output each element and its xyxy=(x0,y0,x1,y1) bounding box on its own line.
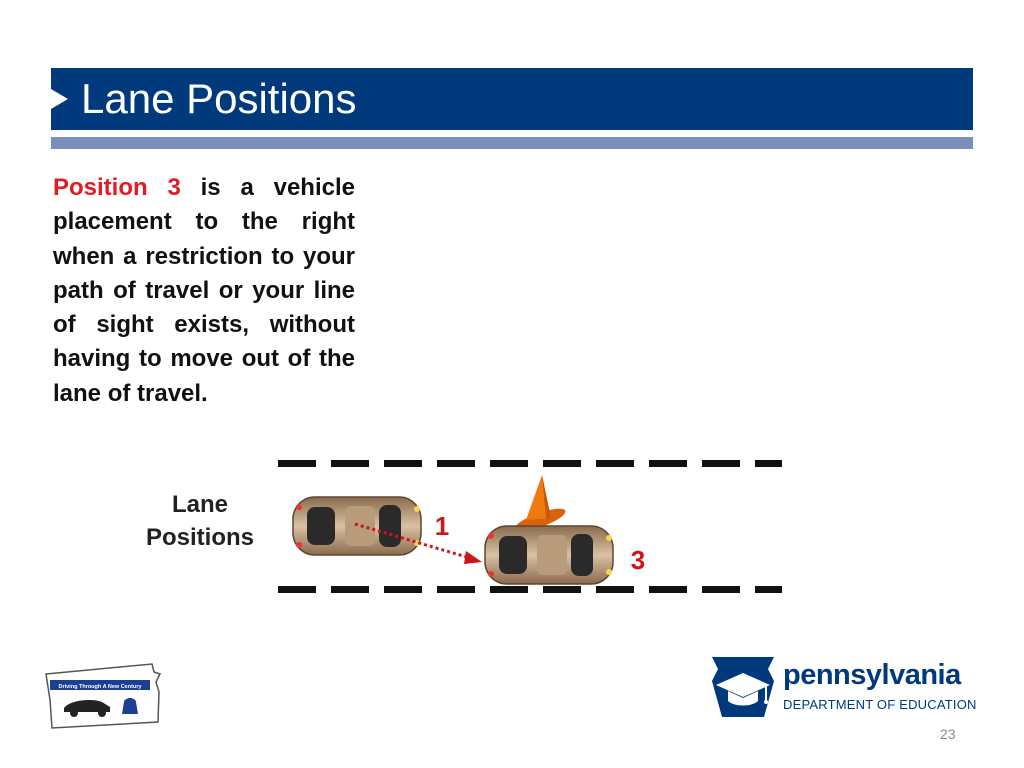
car-position-3-icon xyxy=(484,525,614,585)
slide-number: 23 xyxy=(940,726,956,742)
path-arrow xyxy=(354,522,471,560)
diagram-label-line1: Lane xyxy=(172,491,228,518)
liberty-bell-icon xyxy=(122,698,138,714)
lane-line-top xyxy=(278,460,782,467)
slide-title: Lane Positions xyxy=(81,75,357,122)
position-highlight: Position 3 xyxy=(53,174,181,201)
title-bar: Lane Positions xyxy=(51,68,973,130)
body-text-rest: is a vehicle placement to the right when… xyxy=(53,174,355,407)
accent-bar xyxy=(51,137,973,149)
diagram-label-line2: Positions xyxy=(146,524,254,551)
pde-dept: DEPARTMENT OF EDUCATION xyxy=(783,697,977,712)
keystone-graduation-cap-icon xyxy=(712,657,774,717)
title-arrow-icon xyxy=(51,89,68,109)
lane-positions-diagram: Lane Positions 1 3 xyxy=(146,460,782,593)
left-badge-text: Driving Through A New Century xyxy=(58,684,142,690)
pde-name: pennsylvania xyxy=(783,659,961,691)
lane-line-bottom xyxy=(278,586,782,593)
path-arrow-head-icon xyxy=(464,551,482,564)
position-3-label: 3 xyxy=(631,545,645,575)
driving-century-logo: Driving Through A New Century xyxy=(45,663,162,729)
pde-logo: pennsylvania DEPARTMENT OF EDUCATION xyxy=(710,655,980,725)
car-silhouette-icon xyxy=(64,700,110,717)
body-paragraph: Position 3 is a vehicle placement to the… xyxy=(53,171,355,411)
position-1-label: 1 xyxy=(435,511,449,541)
